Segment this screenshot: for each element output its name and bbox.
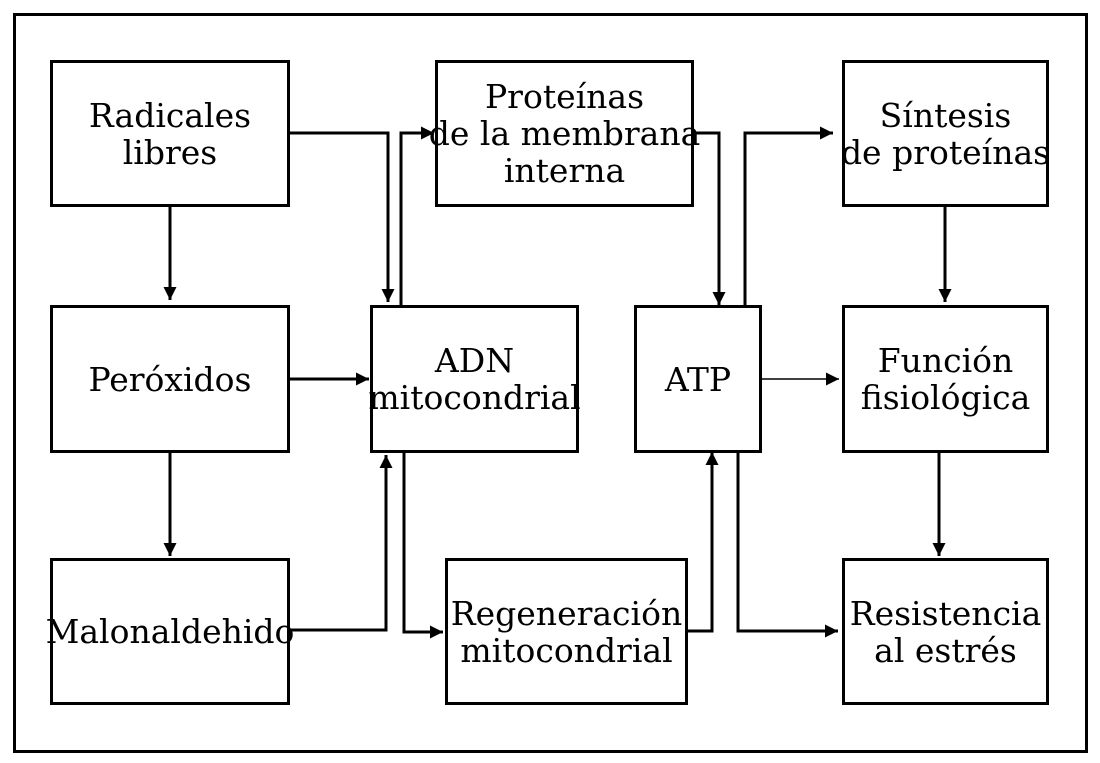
node-malonaldehido-line-1: Malonaldehido	[45, 612, 295, 651]
node-proteinas-membrana: Proteínas de la membrana interna	[429, 60, 700, 207]
node-resistencia-al-estres-line-2: al estrés	[874, 630, 1017, 670]
edge-proteinas-membrana-to-atp	[693, 131, 726, 305]
node-resistencia-al-estres-line-1: Resistencia	[849, 593, 1042, 633]
node-resistencia-al-estres: Resistencia al estrés	[842, 558, 1049, 705]
node-atp-line-1: ATP	[664, 359, 732, 399]
edge-atp-to-resistencia	[736, 452, 838, 638]
node-sintesis-de-proteinas: Síntesis de proteínas	[840, 60, 1051, 207]
node-adn-mitocondrial: ADN mitocondrial	[368, 305, 581, 453]
node-sintesis-de-proteinas-line-1: Síntesis	[879, 95, 1012, 135]
node-proteinas-membrana-line-3: interna	[503, 151, 626, 190]
node-funcion-fisiologica-line-2: fisiológica	[860, 378, 1031, 417]
edge-malonaldehido-to-adn	[289, 455, 393, 632]
node-adn-mitocondrial-line-1: ADN	[434, 341, 515, 380]
node-peroxidos-line-1: Peróxidos	[88, 359, 252, 399]
node-atp: ATP	[634, 305, 762, 453]
node-proteinas-membrana-line-1: Proteínas	[484, 77, 645, 116]
edge-radicales-to-adn	[289, 131, 395, 302]
node-regeneracion-mitocondrial-line-2: mitocondrial	[460, 630, 673, 670]
edge-adn-to-proteinas-membrana	[399, 126, 434, 305]
node-sintesis-de-proteinas-line-2: de proteínas	[840, 132, 1051, 172]
node-malonaldehido: Malonaldehido	[46, 558, 294, 705]
edge-adn-to-regeneracion	[402, 452, 443, 639]
node-radicales-libres-line-2: libres	[122, 132, 218, 172]
node-regeneracion-mitocondrial: Regeneración mitocondrial	[445, 558, 688, 705]
node-radicales-libres: Radicales libres	[50, 60, 290, 207]
node-funcion-fisiologica-line-1: Función	[877, 341, 1014, 380]
node-regeneracion-mitocondrial-line-1: Regeneración	[450, 593, 683, 633]
node-radicales-libres-line-1: Radicales	[88, 95, 252, 135]
node-funcion-fisiologica: Función fisiológica	[842, 305, 1049, 453]
edge-regeneracion-to-atp	[687, 452, 719, 633]
diagram-frame	[13, 13, 1088, 753]
node-peroxidos: Peróxidos	[50, 305, 290, 453]
edge-atp-to-sintesis	[743, 126, 833, 305]
node-adn-mitocondrial-line-2: mitocondrial	[368, 378, 581, 417]
node-proteinas-membrana-line-2: de la membrana	[428, 114, 701, 153]
